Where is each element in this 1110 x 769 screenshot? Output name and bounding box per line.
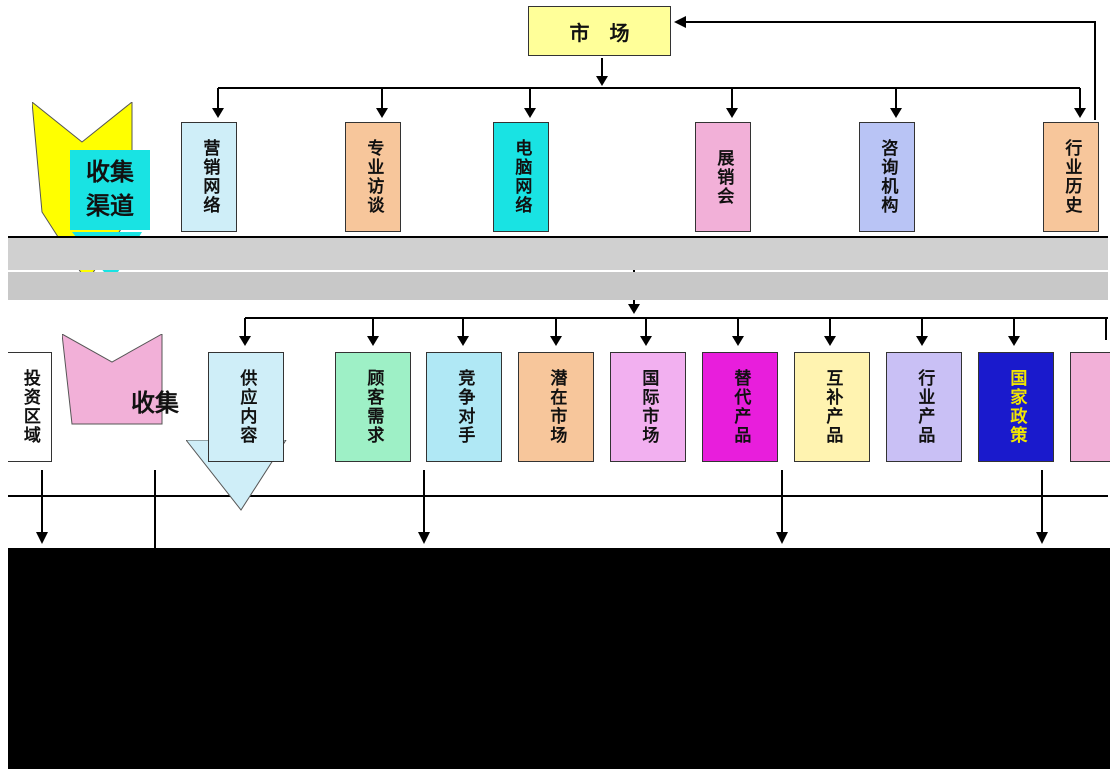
- collector-bar-top: [8, 236, 1108, 270]
- content-box-national-policy: 国家政策: [978, 352, 1054, 462]
- channel-box-exhibition: 展销会: [695, 122, 751, 232]
- black-region: [8, 548, 1110, 769]
- content-box-competitor: 竞争对手: [426, 352, 502, 462]
- content-box-customer-demand: 顾客需求: [335, 352, 411, 462]
- collect-content-title: 收集: [131, 388, 179, 417]
- content-box-substitute-product: 替代产品: [702, 352, 778, 462]
- content-box-international-market: 国际市场: [610, 352, 686, 462]
- content-box-partial-right: [1070, 352, 1110, 462]
- content-box-potential-market: 潜在市场: [518, 352, 594, 462]
- channel-box-expert-interview: 专业访谈: [345, 122, 401, 232]
- content-box-industry-product: 行业产品: [886, 352, 962, 462]
- collector-bar-mid: [8, 272, 1108, 300]
- channel-box-marketing-network: 营销网络: [181, 122, 237, 232]
- channel-box-computer-network: 电脑网络: [493, 122, 549, 232]
- collect-content-arrow: [62, 334, 163, 425]
- channel-box-consulting: 咨询机构: [859, 122, 915, 232]
- content-box-investment-area: 投资区域: [8, 352, 52, 462]
- content-box-complementary-product: 互补产品: [794, 352, 870, 462]
- content-box-supply: 供应内容: [208, 352, 284, 462]
- collect-channel-title: 收集渠道: [70, 150, 150, 230]
- market-box: 市 场: [528, 6, 671, 56]
- market-label: 市 场: [569, 20, 630, 45]
- channel-box-industry-history: 行业历史: [1043, 122, 1099, 232]
